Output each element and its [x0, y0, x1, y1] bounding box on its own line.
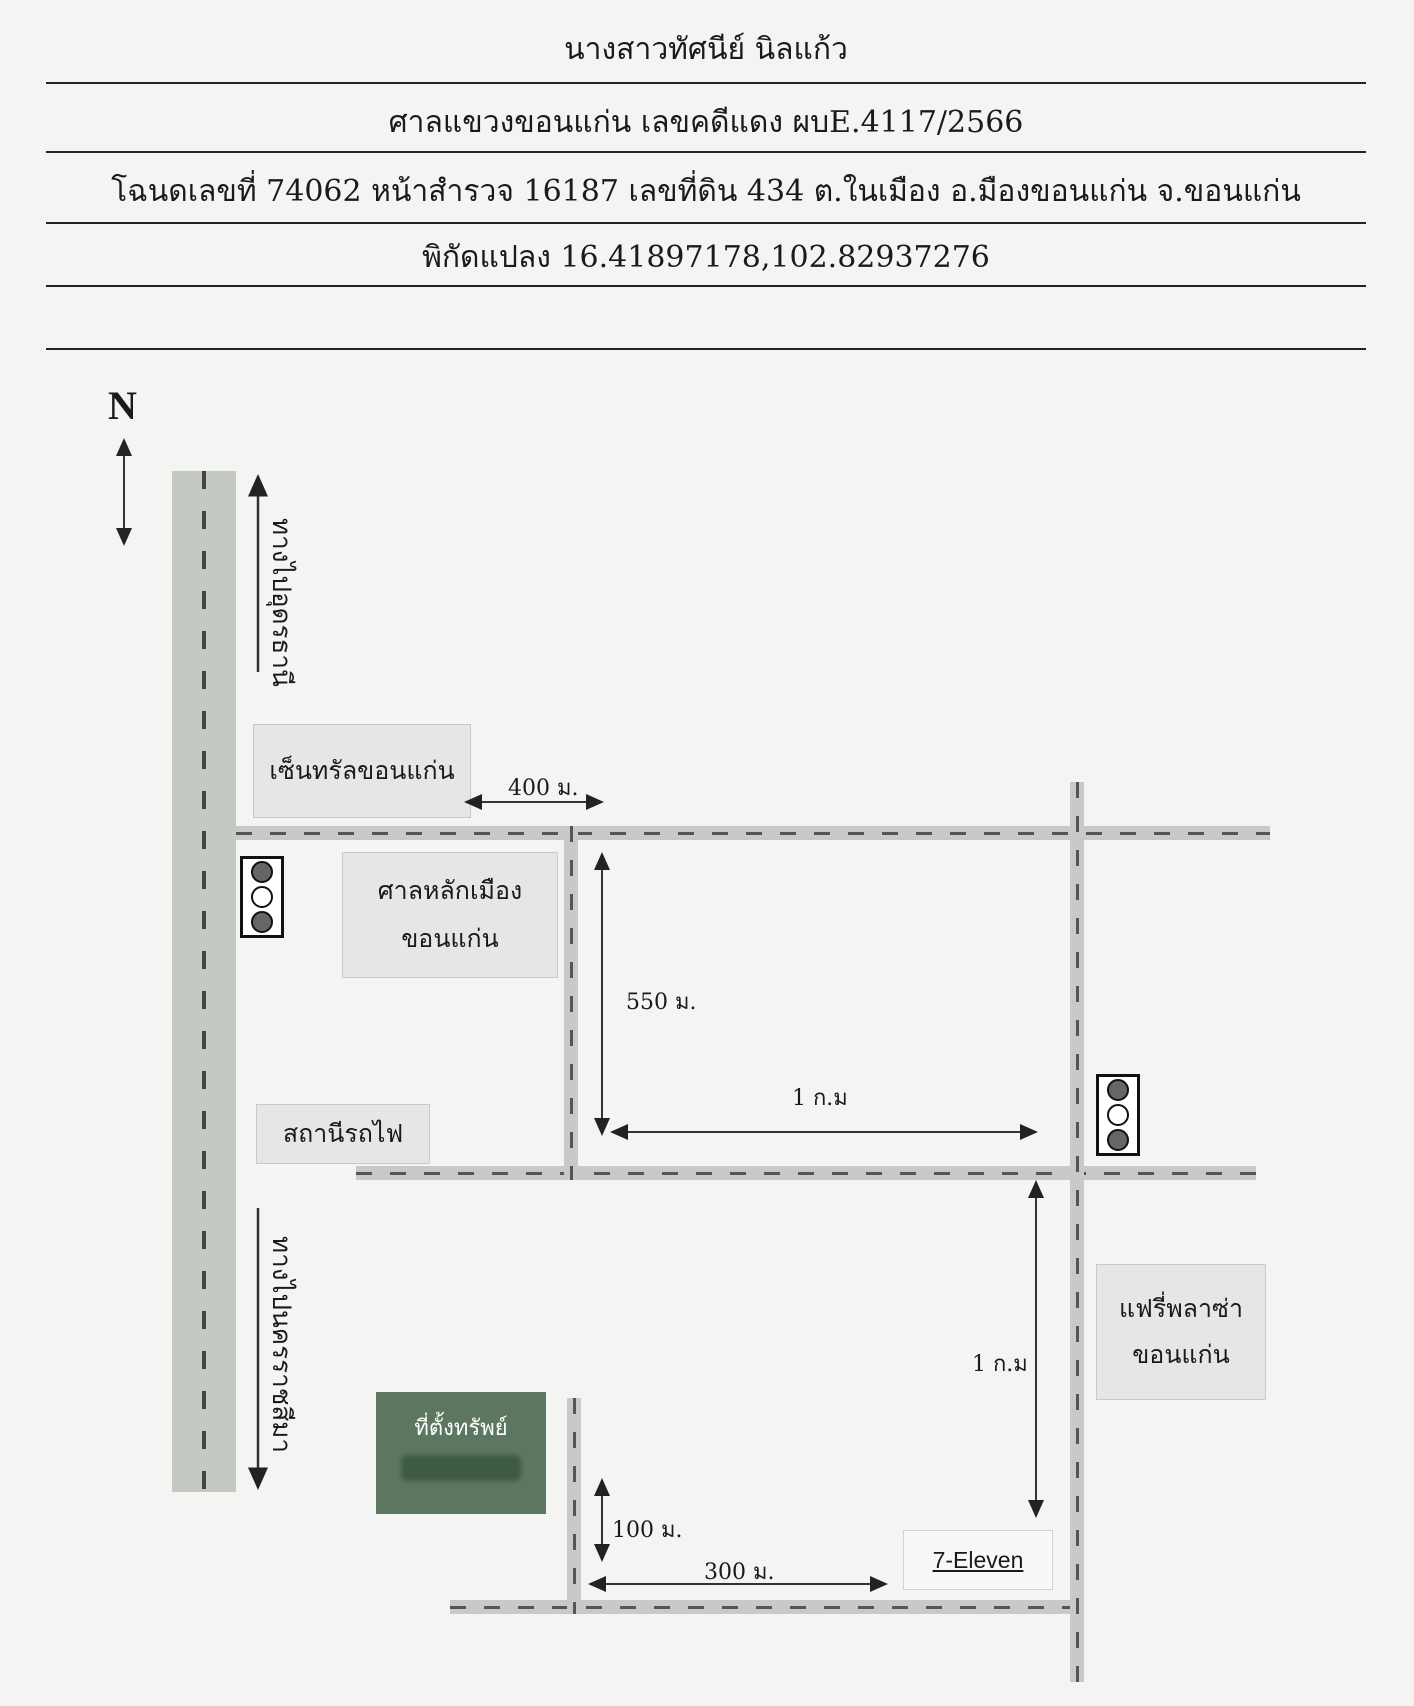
- landmark-7-eleven: 7-Eleven: [903, 1530, 1053, 1590]
- traffic-light-icon: [240, 856, 284, 938]
- main-road: [172, 471, 236, 1492]
- road-bottom: [450, 1600, 1070, 1614]
- plot-coords: พิกัดแปลง 16.41897178,102.82937276: [422, 240, 990, 275]
- road-station: [356, 1166, 1256, 1180]
- header-rule: [46, 82, 1366, 84]
- distance-550m: 550 ม.: [626, 990, 697, 1015]
- landmark-fairy-plaza: แฟรี่พลาซ่า ขอนแก่น: [1096, 1264, 1266, 1400]
- city-pillar-label-2: ขอนแก่น: [401, 924, 499, 953]
- seven-eleven-label: 7-Eleven: [932, 1546, 1024, 1573]
- distance-100m: 100 ม.: [612, 1518, 683, 1543]
- header-rule: [46, 285, 1366, 287]
- property-marker: ที่ตั้งทรัพย์: [376, 1392, 546, 1514]
- landmark-station: สถานีรถไฟ: [256, 1104, 430, 1164]
- redacted-block: [401, 1455, 521, 1481]
- header-rule: [46, 348, 1366, 350]
- fairy-plaza-label-2: ขอนแก่น: [1132, 1340, 1230, 1369]
- landmark-central: เซ็นทรัลขอนแก่น: [253, 724, 471, 818]
- road-property: [567, 1398, 581, 1614]
- fairy-plaza-label-1: แฟรี่พลาซ่า: [1118, 1294, 1244, 1323]
- owner-name: นางสาวทัศนีย์ นิลแก้ว: [564, 32, 848, 67]
- deed-info: โฉนดเลขที่ 74062 หน้าสำรวจ 16187 เลขที่ด…: [111, 174, 1301, 209]
- landmark-city-pillar: ศาลหลักเมือง ขอนแก่น: [342, 852, 558, 978]
- city-pillar-label-1: ศาลหลักเมือง: [377, 876, 523, 905]
- distance-1km-vertical: 1 ก.ม: [972, 1352, 1028, 1377]
- court-case: ศาลแขวงขอนแก่น เลขคดีแดง ผบE.4117/2566: [388, 105, 1024, 140]
- traffic-light-icon: [1096, 1074, 1140, 1156]
- property-label: ที่ตั้งทรัพย์: [414, 1416, 508, 1441]
- station-label: สถานีรถไฟ: [282, 1119, 404, 1148]
- landmark-central-label: เซ็นทรัลขอนแก่น: [269, 756, 455, 785]
- road-central: [236, 826, 1270, 840]
- distance-1km-horizontal: 1 ก.ม: [792, 1086, 848, 1111]
- header-rule: [46, 222, 1366, 224]
- road-fairy: [1070, 782, 1084, 1682]
- north-label: N: [108, 383, 137, 428]
- header-rule: [46, 151, 1366, 153]
- road-pillar: [564, 826, 578, 1180]
